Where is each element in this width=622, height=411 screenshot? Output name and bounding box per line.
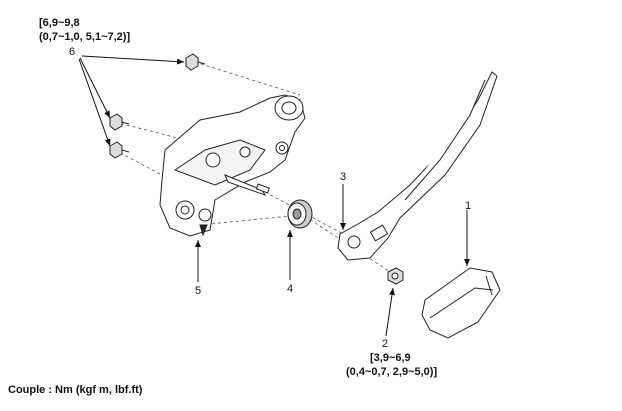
callout-6: 6 bbox=[69, 46, 76, 58]
torque-spec-nut-line1: [3,9~6,9 bbox=[370, 352, 411, 364]
wiper-motor-assembly bbox=[159, 94, 306, 237]
mounting-bolt bbox=[109, 141, 130, 159]
leader-lines bbox=[78, 55, 470, 337]
torque-spec-bolts-line2: (0,7~1,0, 5,1~7,2)] bbox=[39, 31, 131, 43]
torque-spec-nut-line2: (0,4~0,7, 2,9~5,0)] bbox=[346, 366, 438, 378]
wiper-arm bbox=[337, 71, 498, 261]
callout-5: 5 bbox=[195, 285, 202, 297]
torque-units-note: Couple : Nm (kgf m, lbf.ft) bbox=[8, 384, 143, 396]
torque-spec-bolts-line1: [6,9~9,8 bbox=[39, 17, 80, 29]
nut bbox=[387, 267, 404, 285]
wiper-arm-cover bbox=[421, 267, 501, 339]
callout-3: 3 bbox=[340, 171, 347, 183]
grommet bbox=[287, 199, 313, 229]
mounting-bolt bbox=[185, 53, 206, 71]
callout-2: 2 bbox=[382, 338, 389, 350]
mounting-bolt bbox=[109, 113, 130, 131]
callout-1: 1 bbox=[465, 200, 472, 212]
callout-4: 4 bbox=[287, 283, 294, 295]
